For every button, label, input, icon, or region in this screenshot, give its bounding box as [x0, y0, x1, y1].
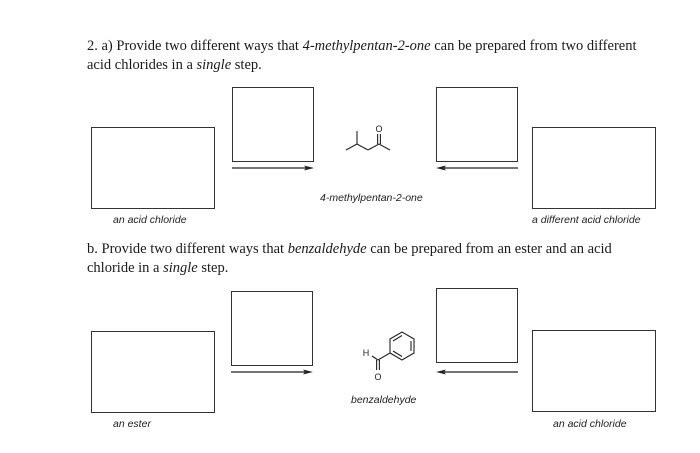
part-b-right-reagent-box[interactable]: [436, 288, 518, 363]
part-b-line2-prefix: chloride in a: [87, 260, 164, 276]
part-a-carbonyl-oxygen: O: [375, 124, 382, 134]
part-a-center-label: 4-methylpentan-2-one: [320, 192, 423, 204]
part-b-left-reagent-box[interactable]: [231, 291, 313, 366]
part-b-single-emphasis: single: [163, 260, 198, 276]
part-a-left-answer-box[interactable]: [91, 127, 215, 209]
part-a-line2-suffix: step.: [231, 57, 262, 73]
part-b-right-answer-box[interactable]: [532, 330, 656, 412]
part-a-left-label: an acid chloride: [113, 214, 187, 226]
part-b-question: b. Provide two different ways that benza…: [87, 240, 667, 278]
part-b-line2-suffix: step.: [197, 260, 229, 276]
part-a-question: 2. a) Provide two different ways that 4-…: [87, 37, 667, 75]
part-a-forward-arrow: [232, 165, 314, 171]
part-a-right-label: a different acid chloride: [532, 214, 641, 226]
part-b-line1-suffix: can be prepared from an ester and an aci…: [366, 241, 612, 257]
part-a-reverse-arrow: [436, 165, 518, 171]
part-a-line1-prefix: 2. a) Provide two different ways that: [87, 38, 303, 54]
part-b-line1-prefix: b. Provide two different ways that: [87, 241, 288, 257]
benzaldehyde-structure: [371, 331, 415, 370]
part-a-right-reagent-box[interactable]: [436, 87, 518, 162]
benzaldehyde-hydrogen: H: [363, 348, 370, 358]
methylpentanone-structure: [345, 131, 391, 151]
part-b-reverse-arrow: [436, 369, 518, 375]
part-a-single-emphasis: single: [196, 57, 232, 73]
part-a-compound-name: 4-methylpentan-2-one: [302, 38, 431, 54]
part-a-line2-prefix: acid chlorides in a: [87, 57, 197, 73]
part-a-line1-suffix: can be prepared from two different: [430, 38, 637, 54]
part-b-left-answer-box[interactable]: [91, 331, 215, 413]
part-b-forward-arrow: [231, 369, 313, 375]
part-b-compound-name: benzaldehyde: [287, 241, 367, 257]
benzaldehyde-oxygen: O: [374, 372, 381, 382]
part-b-left-label: an ester: [113, 418, 151, 430]
part-a-right-answer-box[interactable]: [532, 127, 656, 209]
part-a-left-reagent-box[interactable]: [232, 87, 314, 162]
part-b-center-label: benzaldehyde: [351, 394, 417, 406]
part-b-right-label: an acid chloride: [553, 418, 627, 430]
